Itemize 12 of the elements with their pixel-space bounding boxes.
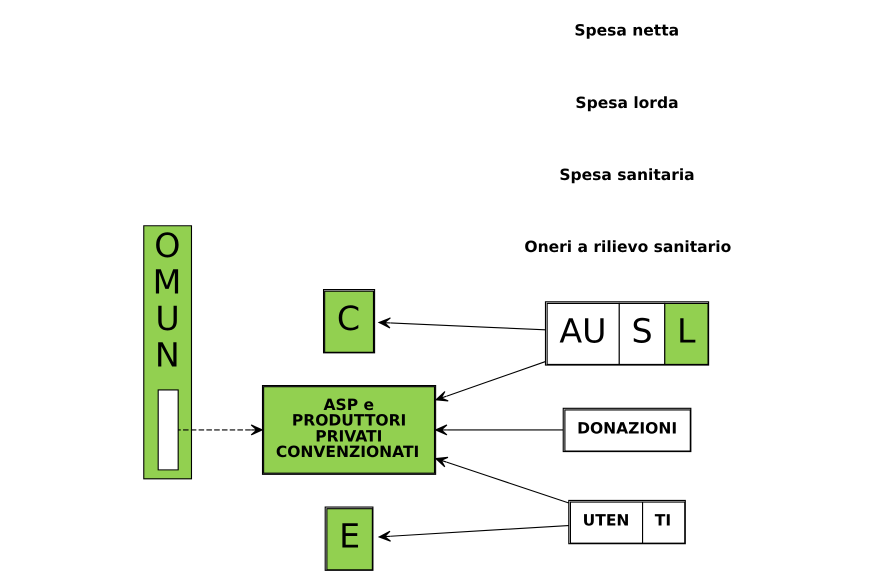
label: Spesa sanitaria <box>558 166 694 184</box>
arrow <box>378 524 568 542</box>
arrow <box>434 456 568 504</box>
node-box <box>157 389 178 470</box>
cluster: O M U N <box>142 225 192 480</box>
arrow <box>178 424 262 436</box>
arrow <box>435 361 546 402</box>
label: Spesa lorda <box>574 94 678 112</box>
label: Oneri a rilievo sanitario <box>524 238 731 256</box>
label: Spesa netta <box>574 22 679 40</box>
arrow <box>434 424 562 436</box>
arrow <box>378 317 545 330</box>
